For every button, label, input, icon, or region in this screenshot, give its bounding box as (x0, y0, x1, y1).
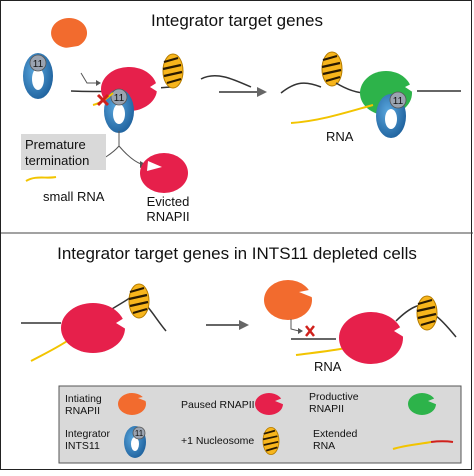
evicted-label: Evicted (147, 194, 190, 209)
legend-paused-swatch (255, 393, 283, 415)
initiating-rnapii (264, 280, 312, 320)
nucleosome (320, 50, 344, 88)
svg-text:11: 11 (393, 96, 404, 107)
integrator-ints11: 11 (104, 88, 134, 133)
svg-text:termination: termination (25, 153, 89, 168)
integrator-ints11: 11 (23, 53, 53, 99)
svg-text:RNA: RNA (313, 440, 335, 452)
svg-text:11: 11 (114, 93, 125, 104)
top-panel-title: Integrator target genes (151, 11, 323, 30)
nucleosome (127, 282, 151, 320)
legend-initiating-swatch (118, 393, 146, 415)
bottom-panel-title: Integrator target genes in INTS11 deplet… (57, 244, 417, 263)
initiating-rnapii (51, 18, 88, 48)
legend-initiating-label: Intiating (65, 393, 102, 405)
integrator-ints11: 11 (376, 91, 407, 138)
bottom-rna-label: RNA (314, 359, 342, 374)
svg-text:RNAPII: RNAPII (146, 209, 189, 224)
top-rna-label: RNA (326, 129, 354, 144)
small-rna-label: small RNA (43, 189, 105, 204)
nucleosome (161, 52, 185, 90)
legend-nucleosome-swatch (262, 426, 280, 456)
extended-rna (290, 104, 374, 124)
premature-termination-label: Premature (25, 137, 86, 152)
legend-productive-label: Productive (309, 391, 359, 403)
paused-rnapii (61, 303, 125, 353)
legend-ints11-swatch: 11 (124, 426, 146, 458)
legend-nucleosome-label: +1 Nucleosome (181, 435, 254, 447)
svg-text:INTS11: INTS11 (65, 440, 100, 452)
paused-rnapii (339, 312, 403, 364)
blocked-x-icon (305, 325, 315, 337)
svg-text:11: 11 (33, 59, 44, 70)
cleavage-x-icon (96, 93, 110, 107)
legend-productive-swatch (408, 393, 436, 415)
svg-text:11: 11 (135, 429, 144, 438)
legend-integrator-label: Integrator (65, 428, 110, 440)
svg-text:RNAPII: RNAPII (65, 405, 100, 417)
svg-text:RNAPII: RNAPII (309, 403, 344, 415)
initiating-rnapii-notch (59, 46, 78, 53)
small-rna (25, 176, 57, 182)
legend-extended-rna-label: Extended (313, 428, 358, 440)
legend-paused-label: Paused RNAPII (181, 399, 255, 411)
blocked-arrow (290, 319, 300, 332)
evicted-rnapii (140, 153, 188, 193)
recruitment-arrow (80, 72, 96, 84)
dna-strand (280, 82, 322, 94)
legend-extended-rna-swatch (392, 441, 432, 450)
dna-strand (200, 75, 252, 88)
premature-termination-box (21, 134, 106, 170)
nascent-rna (295, 347, 347, 356)
nucleosome (415, 294, 439, 332)
